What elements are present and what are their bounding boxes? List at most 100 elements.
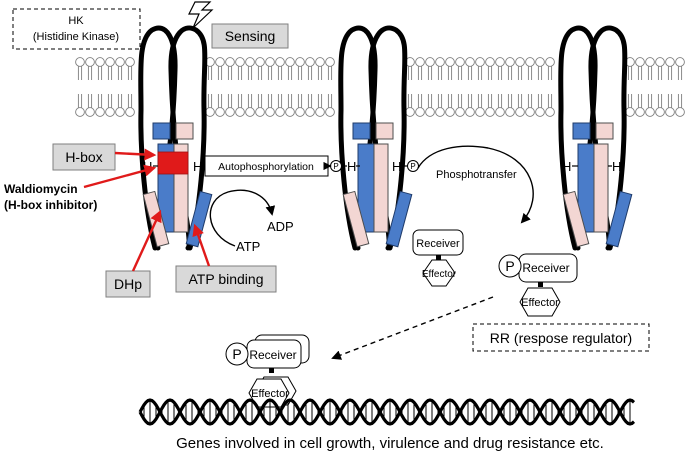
lipid-head [265, 57, 275, 67]
lipid-head [95, 107, 105, 117]
lipid-head [505, 57, 515, 67]
rr-active-effector-label: Effector [521, 297, 559, 309]
rr-to-dna-dashed-arrow [331, 296, 494, 360]
lipid-head [675, 107, 685, 117]
hk1-sensor-block-pink [175, 122, 194, 140]
lipid-head [445, 57, 455, 67]
lipid-head [505, 107, 515, 117]
lipid-head [325, 107, 335, 117]
rr-label-box [472, 323, 650, 352]
lipid-head [425, 107, 435, 117]
lipid-head [275, 57, 285, 67]
sensing-label-box [211, 23, 289, 49]
atp-label: ATP [236, 239, 260, 254]
lipid-head [645, 57, 655, 67]
lipid-head [205, 107, 215, 117]
hk3-sensor-block-blue [572, 122, 591, 140]
dimer-phosphate-icon [225, 342, 249, 366]
lipid-head [525, 107, 535, 117]
rr-label: RR (respose regulator) [490, 330, 632, 346]
dna-strand-1 [138, 398, 636, 426]
waldiomycin-label: Waldiomycin [4, 182, 78, 196]
atp-binding-label: ATP binding [189, 271, 264, 287]
hk-label-box [12, 8, 141, 50]
lipid-head [635, 57, 645, 67]
lipid-bilayer-membrane [75, 57, 685, 117]
response-regulator-inactive: Receiver Effector [412, 229, 464, 287]
hk2-sensor-block-pink [375, 122, 394, 140]
hk3-catalytic-helix-pink [562, 190, 590, 248]
svg-text:P: P [410, 162, 415, 171]
dhp-pointer-arrow [131, 209, 162, 272]
lipid-head [105, 57, 115, 67]
atp-binding-pointer-arrow [192, 223, 211, 267]
lipid-head [215, 107, 225, 117]
lipid-head [115, 57, 125, 67]
response-regulator-active: P Receiver Effector [498, 253, 578, 317]
hk2-catalytic-helix-blue [385, 190, 413, 248]
lipid-head [75, 57, 85, 67]
lipid-head [535, 57, 545, 67]
lipid-head [635, 107, 645, 117]
hk3-dhp-helix-pink [593, 143, 609, 233]
hk2-catalytic-helix-pink [342, 190, 370, 248]
lipid-head [295, 57, 305, 67]
sensing-label: Sensing [225, 28, 276, 44]
lipid-head [245, 57, 255, 67]
lipid-head [235, 107, 245, 117]
histidine-kinase-2: P H H P [330, 25, 419, 251]
svg-text:P: P [232, 346, 241, 362]
lipid-head [285, 107, 295, 117]
rr-inactive-effector-label: Effector [422, 269, 457, 280]
lipid-head [455, 107, 465, 117]
hk3-histidine-right: H [612, 159, 621, 174]
lipid-head [425, 57, 435, 67]
lipid-head [405, 107, 415, 117]
lipid-head [265, 107, 275, 117]
hk2-histidine-left: H [347, 159, 356, 174]
dna-double-helix [138, 398, 636, 426]
lipid-head [255, 107, 265, 117]
rr-active-receiver-label: Receiver [522, 261, 569, 275]
dimer-receiver-label: Receiver [249, 348, 296, 362]
lipid-head [415, 107, 425, 117]
lipid-head [85, 57, 95, 67]
lipid-head [465, 57, 475, 67]
hk1-histidine-right: H [193, 159, 202, 174]
lipid-head [515, 107, 525, 117]
h-box-pointer-arrow [114, 148, 157, 161]
phosphotransfer-label: Phosphotransfer [436, 169, 517, 181]
histidine-kinase-1: H H [138, 25, 213, 251]
lipid-head [515, 57, 525, 67]
dhp-label: DHp [114, 276, 142, 292]
h-box-label: H-box [65, 149, 102, 165]
lipid-head [225, 57, 235, 67]
lipid-head [305, 107, 315, 117]
lipid-head [235, 57, 245, 67]
dna-strand-2 [138, 398, 636, 426]
phosphotransfer-arrow [417, 145, 534, 224]
lipid-head [645, 107, 655, 117]
h-box-label-box [52, 143, 116, 171]
lipid-head [85, 107, 95, 117]
hk1-sensor-block-blue [152, 122, 171, 140]
svg-text:P: P [333, 162, 338, 171]
svg-text:P: P [505, 258, 514, 274]
lipid-head [415, 57, 425, 67]
lipid-head [125, 107, 135, 117]
lightning-bolt-icon [188, 1, 214, 29]
lipid-head [325, 57, 335, 67]
lipid-head [675, 57, 685, 67]
lipid-head [295, 107, 305, 117]
lipid-head [275, 107, 285, 117]
lipid-head [655, 107, 665, 117]
dimer-effector-label: Effector [251, 388, 289, 400]
lipid-head [105, 107, 115, 117]
lipid-head [655, 57, 665, 67]
dhp-label-box [105, 270, 151, 298]
lipid-head [485, 57, 495, 67]
lipid-head [475, 57, 485, 67]
lipid-head [305, 57, 315, 67]
lipid-head [465, 107, 475, 117]
